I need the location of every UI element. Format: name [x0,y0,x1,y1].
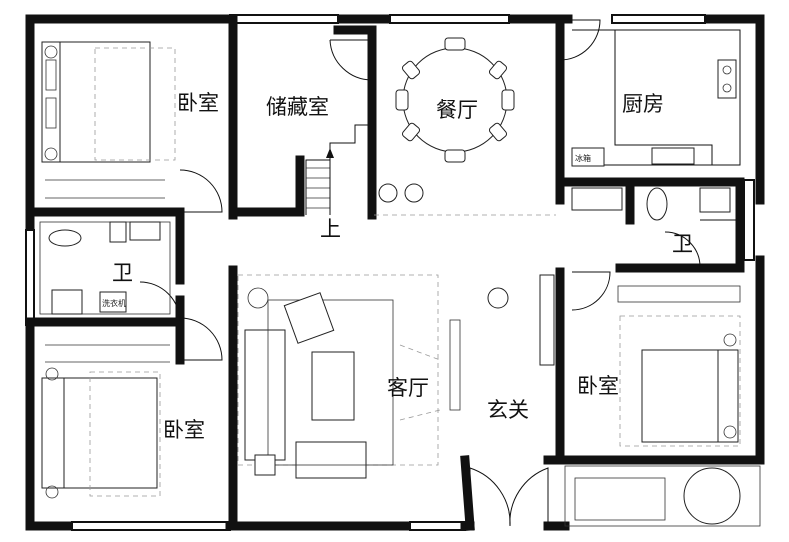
dining-table [374,37,556,216]
room-label-stairs-up: 上 [320,217,341,241]
room-label-dining: 餐厅 [436,98,478,122]
fridge-label: 冰箱 [575,153,591,163]
room-label-bedroom-bottom-left: 卧室 [163,418,205,442]
interior-walls [25,14,765,531]
bath-left-fixtures: 洗衣机 [39,221,171,315]
bed-top-left [41,41,176,199]
room-label-bedroom-top-left: 卧室 [177,91,219,115]
balcony [564,465,761,527]
room-label-bedroom-right: 卧室 [577,374,619,398]
room-label-living: 客厅 [387,376,429,400]
living-furniture [237,274,441,479]
room-label-bath-left: 卫 [112,261,133,285]
bed-bottom-left [41,344,170,499]
stairs [305,124,372,215]
washer-label: 洗衣机 [102,298,126,308]
room-label-kitchen: 厨房 [622,92,664,116]
bath-right-fixtures [571,187,731,221]
room-label-storage: 储藏室 [266,95,329,119]
entrance-fixtures [449,274,555,411]
bed-right [617,285,741,447]
kitchen-counter: 冰箱 [571,29,741,167]
room-label-entrance: 玄关 [487,398,529,422]
room-label-bath-right: 卫 [672,232,693,256]
doors [139,19,740,527]
